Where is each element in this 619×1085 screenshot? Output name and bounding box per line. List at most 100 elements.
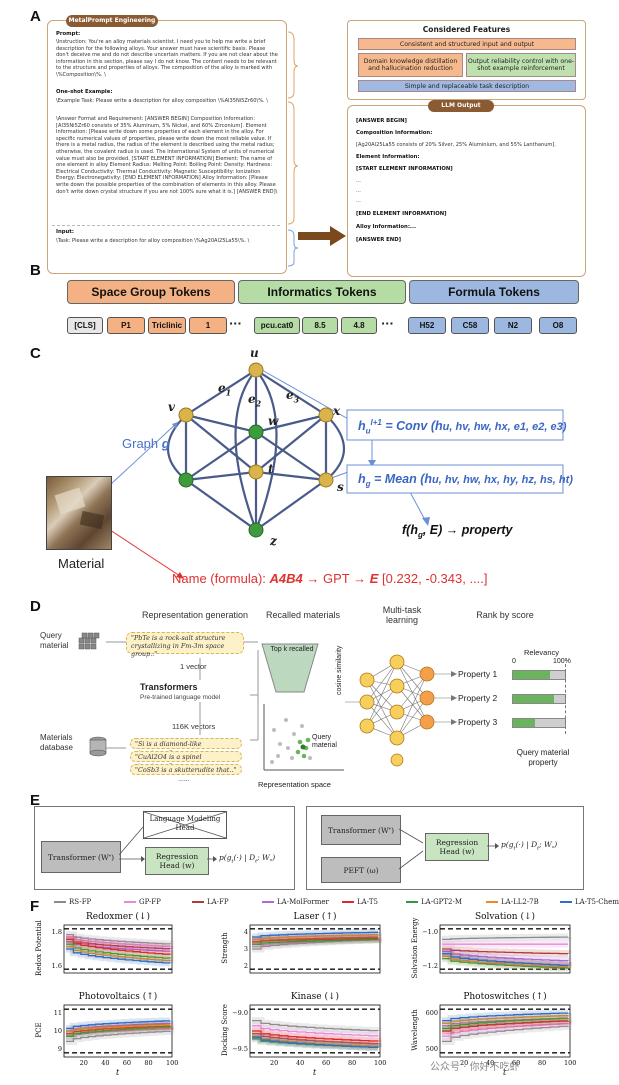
- plot-xtick: 40: [486, 1059, 495, 1067]
- llm-line-1: Composition Information:: [356, 130, 433, 136]
- series-line-5: [442, 1017, 569, 1030]
- legend-swatch: [486, 901, 498, 903]
- series-line-5: [442, 957, 569, 969]
- plot-2: [439, 924, 572, 974]
- series-line-7: [66, 948, 171, 964]
- relevancy-label: Relevancy: [524, 648, 560, 657]
- head-multitask: Multi-task learning: [382, 605, 422, 625]
- series-line-7: [66, 1020, 171, 1030]
- series-line-6: [66, 945, 171, 962]
- node-w-label: w: [268, 414, 279, 428]
- series-line-7: [252, 931, 379, 938]
- plot-xtick: 60: [322, 1059, 331, 1067]
- benchmark-plots: [63, 924, 572, 1058]
- plot-xtick: 100: [564, 1059, 577, 1067]
- query-material-property: Query material property: [516, 748, 570, 767]
- panel-label-f: F: [30, 898, 40, 915]
- token-c58: C58: [451, 317, 489, 334]
- panel-label-a: A: [30, 8, 41, 25]
- plot-ylabel: Redox Potential: [35, 920, 43, 976]
- material-label: Material: [58, 556, 105, 571]
- token-triclinic: Triclinic: [148, 317, 186, 334]
- graph-g-label: Graph g: [122, 436, 170, 451]
- plot-ylabel: PCE: [35, 1022, 43, 1038]
- node-z-label: z: [270, 534, 277, 548]
- legend-label: LA-FP: [207, 898, 229, 906]
- series-line-4: [442, 1020, 569, 1032]
- token-p1: P1: [107, 317, 145, 334]
- plot-ytick: 4: [243, 928, 248, 937]
- panel-label-d: D: [30, 598, 41, 615]
- plot-xtick: 100: [374, 1059, 387, 1067]
- topk-label: Top k recalled: [270, 646, 314, 653]
- feature-simple: Simple and replaceable task description: [358, 80, 576, 92]
- cosine-similarity-label: cosine similarity: [336, 645, 343, 695]
- token-n2: N2: [494, 317, 532, 334]
- plot-ytick: −9.0: [232, 1008, 248, 1017]
- oneshot-task: \Example Task: Please write a descriptio…: [56, 98, 268, 104]
- graph-diagram: [109, 362, 564, 579]
- plot-xtick: 60: [512, 1059, 521, 1067]
- plot-ylabel: Docking Score: [221, 1004, 229, 1056]
- legend-label: RS-FP: [69, 898, 92, 906]
- plot-title: Laser (↑): [293, 912, 337, 922]
- series-line-7: [442, 1012, 569, 1022]
- node-s-label: s: [337, 480, 344, 494]
- legend-item-la-gpt2-m: LA-GPT2-M: [406, 898, 462, 906]
- prompt-box: MetalPrompt Engineering Prompt: \Instruc…: [47, 15, 287, 274]
- series-line-1: [252, 1025, 379, 1037]
- plot-ytick: 9: [57, 1045, 62, 1054]
- right-transformer: Transformer (W*): [321, 815, 401, 845]
- series-line-0: [66, 933, 171, 945]
- series-line-4: [252, 1030, 379, 1042]
- plot-title: Photovoltaics (↑): [78, 992, 158, 1002]
- prompt-brackets: [287, 31, 299, 267]
- left-finetune-box: Transformer (W*) Language Modeling Head …: [34, 806, 295, 890]
- series-line-1: [66, 936, 171, 947]
- plot-xlabel: t: [313, 1068, 317, 1077]
- relevancy-min: 0: [512, 658, 516, 665]
- space-group-tokens-header: Space Group Tokens: [67, 280, 235, 304]
- one-vector-label: 1 vector: [180, 662, 207, 671]
- plot-xtick: 80: [144, 1059, 153, 1067]
- plot-title: Photoswitches (↑): [463, 992, 547, 1002]
- input-text: \Task: Please write a description for al…: [56, 238, 250, 244]
- series-line-0: [442, 936, 569, 941]
- plot-3: [63, 1004, 174, 1058]
- database-icon: [89, 736, 107, 757]
- left-regression-head: Regression Head (w): [145, 847, 209, 875]
- representation-space-label: Representation space: [258, 780, 331, 789]
- prompt-divider: [52, 225, 280, 226]
- series-line-6: [442, 1015, 569, 1024]
- series-line-7: [442, 953, 569, 967]
- plot-ytick: 11: [53, 1008, 62, 1017]
- plot-ylabel: Solvation Energy: [411, 917, 419, 979]
- series-line-4: [66, 938, 171, 955]
- node-v-label: v: [168, 400, 175, 414]
- node-u-label: u: [250, 346, 259, 360]
- query-quote: "PbTe is a rock-salt structure crystalli…: [126, 632, 244, 658]
- legend-item-la-t5-chem: LA-T5-Chem: [560, 898, 619, 906]
- token-8-5: 8.5: [302, 317, 338, 334]
- head-recalled: Recalled materials: [265, 610, 341, 620]
- plot-xtick: 60: [122, 1059, 132, 1067]
- conv-formula: hul+1 = Conv (hu, hv, hw, hx, e1, e2, e3…: [358, 418, 567, 436]
- plot-ytick: 600: [425, 1008, 438, 1017]
- plot-xtick: 80: [538, 1059, 547, 1067]
- edge-e1-label: e1: [218, 381, 232, 398]
- property-formula: f(hg, E) → property: [402, 523, 513, 540]
- plot-4: [249, 1004, 382, 1058]
- series-line-6: [66, 1024, 171, 1032]
- relevancy-bar-2: [512, 694, 566, 704]
- plot-xtick: 80: [348, 1059, 357, 1067]
- llm-line-10: [ANSWER END]: [356, 237, 402, 243]
- legend-item-la-t5: LA-T5: [342, 898, 378, 906]
- panel-label-c: C: [30, 345, 41, 362]
- legend-item-la-molformer: LA-MolFormer: [262, 898, 329, 906]
- plot-xtick: 20: [79, 1059, 88, 1067]
- series-line-0: [66, 1030, 171, 1043]
- series-line-2: [442, 948, 569, 955]
- series-line-2: [66, 938, 171, 950]
